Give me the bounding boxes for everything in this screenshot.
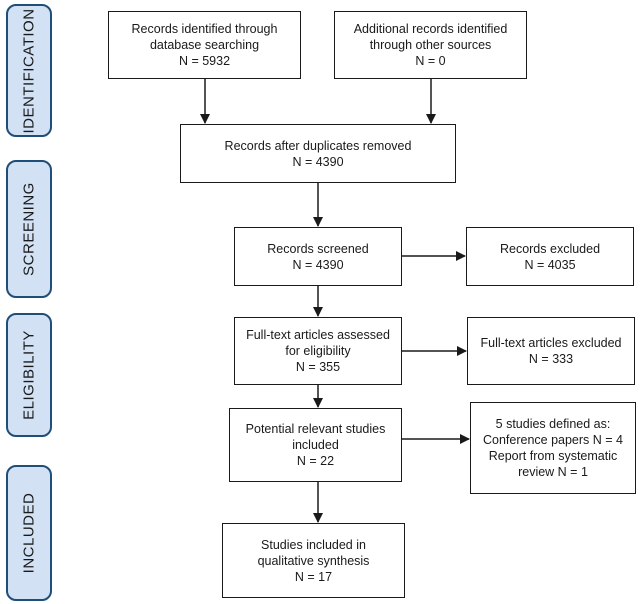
box-dedup-line1: Records after duplicates removed	[224, 138, 412, 153]
box-other-count: N = 0	[415, 54, 446, 68]
box-database-line1: Records identified through	[131, 22, 278, 36]
box-fulltext-line2: for eligibility	[285, 344, 351, 358]
box-other-line2: through other sources	[369, 38, 492, 52]
box-database-count: N = 5932	[178, 54, 231, 68]
box-dedup-count: N = 4390	[292, 154, 344, 169]
phase-screening: SCREENING	[6, 160, 52, 298]
box-screened-count: N = 4390	[292, 257, 344, 272]
box-defined-line2: Conference papers N = 4	[482, 433, 623, 447]
phase-identification: IDENTIFICATION	[6, 4, 52, 137]
box-other-records: Additional records identified through ot…	[334, 11, 527, 79]
box-defined-line1: 5 studies defined as:	[495, 417, 611, 431]
box-potential-line1: Potential relevant studies	[245, 422, 386, 436]
box-records-screened: Records screened N = 4390	[234, 227, 402, 286]
box-screened-line1: Records screened	[267, 241, 369, 256]
box-final-line2: qualitative synthesis	[257, 553, 370, 568]
box-potential-line2: included	[292, 438, 339, 452]
box-fulltext-line1: Full-text articles assessed	[246, 328, 390, 342]
box-after-duplicates: Records after duplicates removed N = 439…	[180, 124, 456, 183]
box-other-line1: Additional records identified	[353, 22, 508, 36]
box-fulltext-excluded: Full-text articles excluded N = 333	[467, 317, 635, 385]
box-potential-count: N = 22	[296, 454, 335, 468]
box-fulltext-excluded-count: N = 333	[528, 352, 574, 366]
box-excluded-count: N = 4035	[524, 257, 576, 272]
box-defined-line4: review N = 1	[518, 465, 588, 479]
box-studies-defined: 5 studies defined as: Conference papers …	[470, 402, 636, 494]
box-studies-included: Studies included in qualitative synthesi…	[222, 523, 405, 598]
box-records-excluded: Records excluded N = 4035	[466, 227, 634, 286]
box-fulltext-assessed: Full-text articles assessed for eligibil…	[234, 317, 402, 385]
box-final-line1: Studies included in	[261, 537, 366, 552]
box-excluded-line1: Records excluded	[499, 241, 601, 256]
phase-eligibility: ELIGIBILITY	[6, 313, 52, 437]
box-final-count: N = 17	[294, 569, 333, 584]
box-defined-line3: Report from systematic	[488, 449, 618, 463]
box-potential-relevant: Potential relevant studies included N = …	[229, 408, 402, 482]
phase-included: INCLUDED	[6, 465, 52, 601]
box-fulltext-count: N = 355	[295, 360, 341, 374]
box-database-line2: database searching	[149, 38, 260, 52]
box-fulltext-excluded-line1: Full-text articles excluded	[480, 336, 622, 350]
box-database-records: Records identified through database sear…	[108, 11, 301, 79]
